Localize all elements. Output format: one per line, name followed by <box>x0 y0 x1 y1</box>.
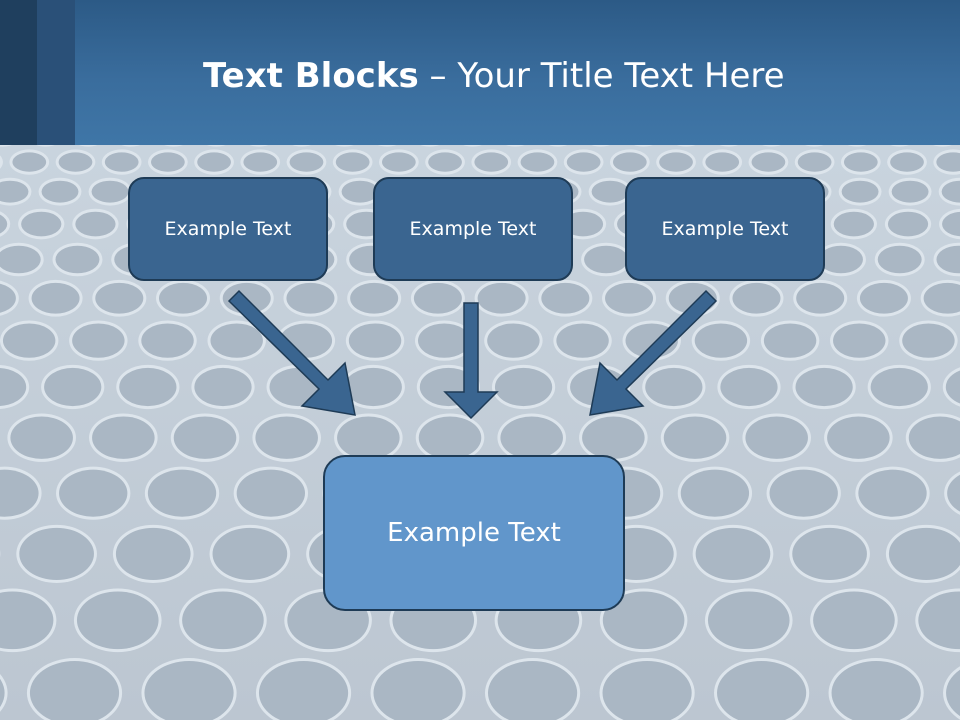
header-stripe <box>0 0 37 145</box>
title-bold: Text Blocks <box>203 56 419 96</box>
slide-title[interactable]: Text Blocks – Your Title Text Here <box>203 52 785 100</box>
text-block-1[interactable]: Example Text <box>128 177 328 281</box>
text-block-3[interactable]: Example Text <box>625 177 825 281</box>
text-block-2[interactable]: Example Text <box>373 177 573 281</box>
title-rest: Your Title Text Here <box>457 56 785 96</box>
title-dash: – <box>418 56 458 96</box>
header-stripe <box>37 0 75 145</box>
title-bar <box>0 0 960 145</box>
main-text-block[interactable]: Example Text <box>323 455 625 611</box>
